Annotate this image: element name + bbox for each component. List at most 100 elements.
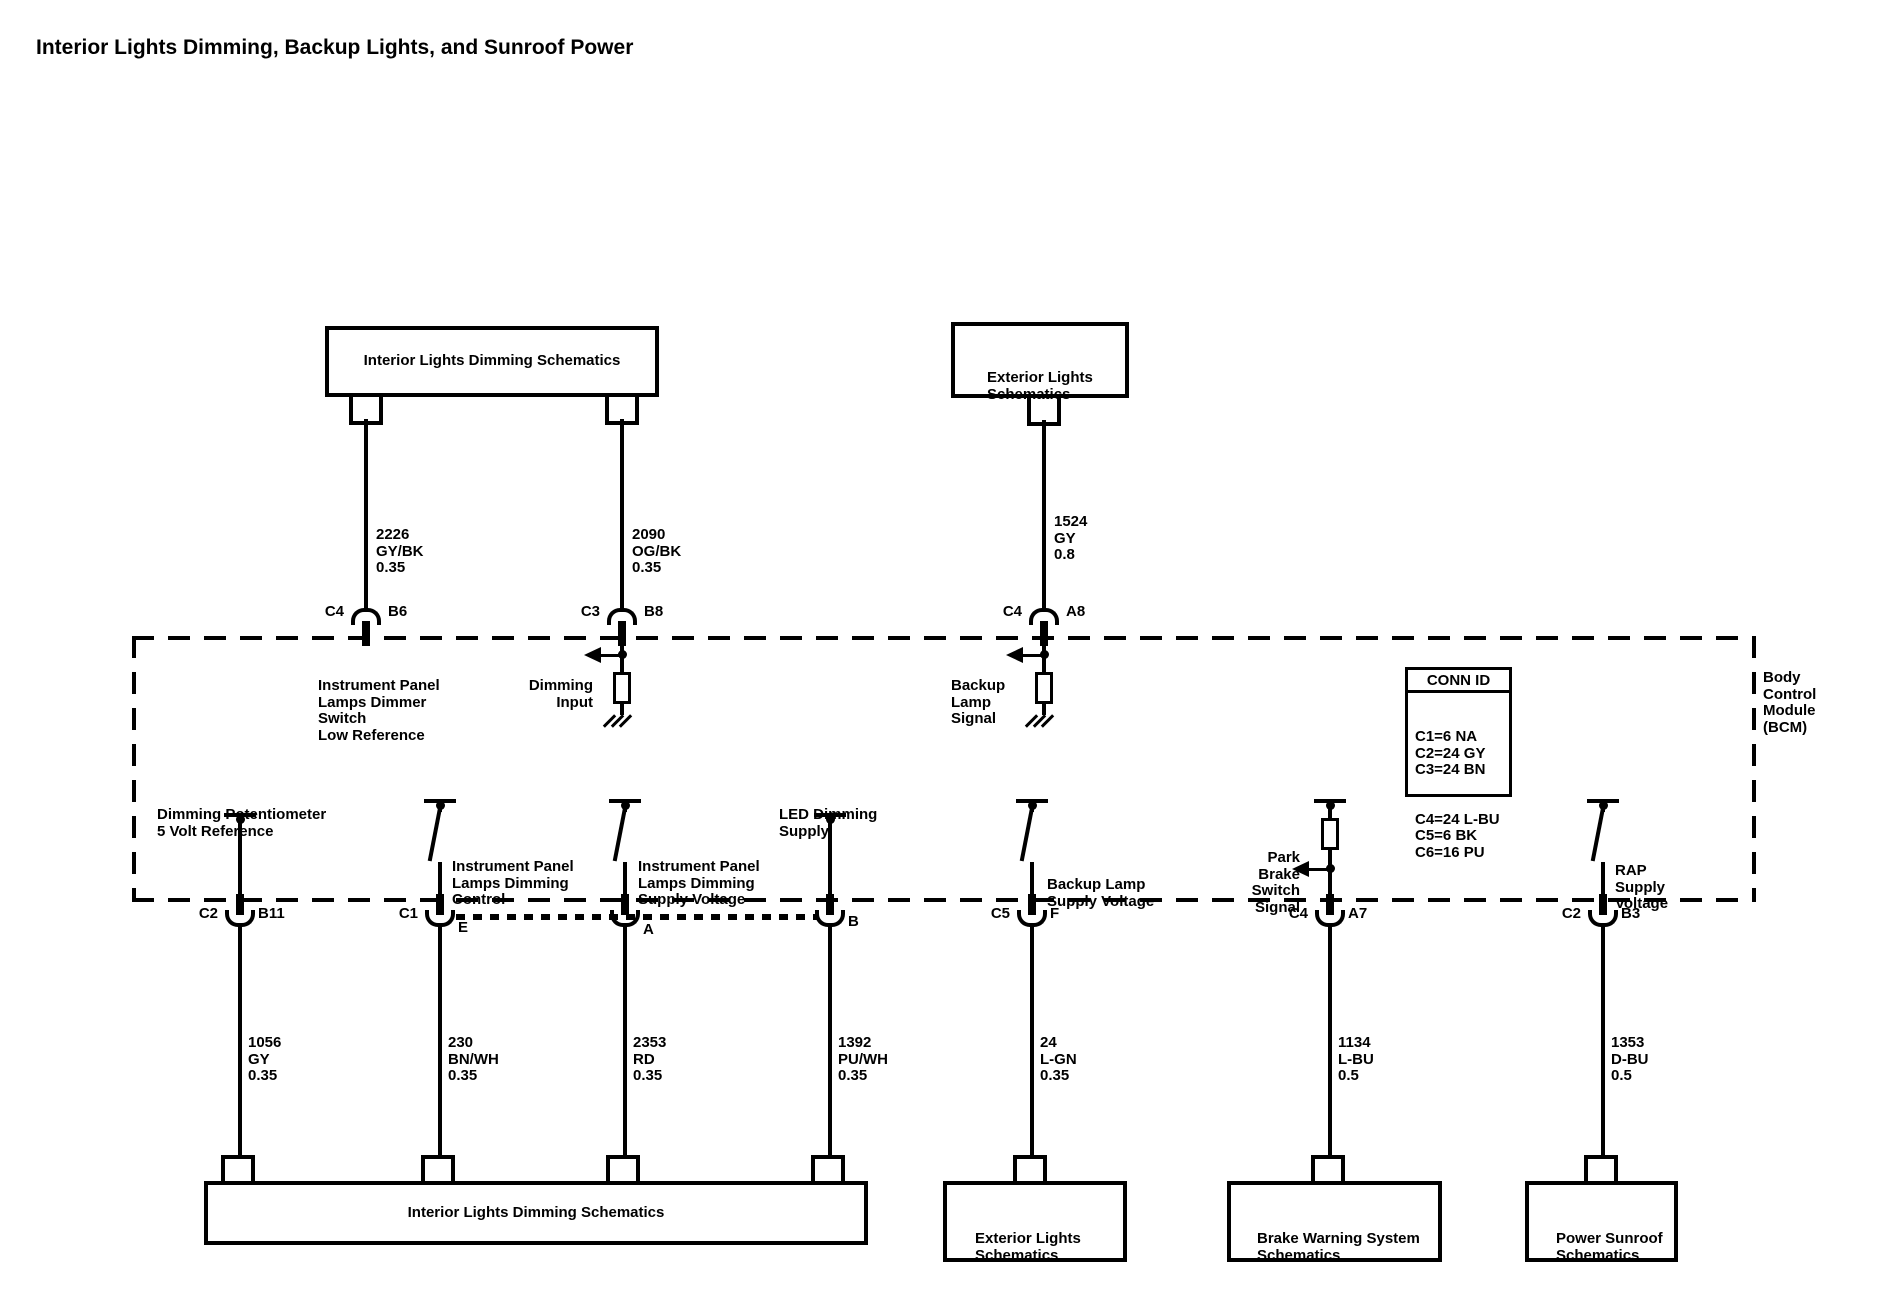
wire-segment [1601,862,1605,898]
box-terminal-stub [606,1155,640,1181]
dotted-bus-line [456,914,818,920]
wire-24 [1030,926,1034,1159]
box-terminal-stub [1013,1155,1047,1181]
bottom-box-interior-lights: Interior Lights Dimming Schematics [204,1181,868,1245]
wire-segment [438,803,442,812]
connector-a-pin: A [643,921,654,938]
connector-c5-f-name: C5 [990,905,1010,922]
wire-segment [620,646,624,674]
connector-c4-a7-name: C4 [1288,905,1308,922]
connector-tick [826,894,834,915]
wire-1353 [1601,926,1605,1159]
connector-tick [621,894,629,915]
connector-tick [436,894,444,915]
connector-tick [1040,621,1048,646]
connector-arc-icon [1588,910,1618,927]
arrow-left-icon [1006,647,1023,663]
wire-1524 [1042,420,1046,610]
ground-icon [602,713,633,731]
wire-segment [1030,803,1034,812]
bcm-border-top [132,636,1756,640]
connector-c3-b8-name: C3 [580,603,600,620]
connector-c4-b6-pin: B6 [388,603,408,620]
resistor-icon [1321,818,1339,850]
connector-tick [1326,894,1334,915]
connector-c3-b8-pin: B8 [644,603,664,620]
box-terminal-stub [421,1155,455,1181]
box-terminal-stub [221,1155,255,1181]
wire-1056 [238,926,242,1159]
wire-segment [828,817,832,898]
wire-segment [1601,803,1605,812]
wire-2226 [364,419,368,610]
switch-icon [612,807,627,862]
resistor-icon [1035,672,1053,704]
connector-arc-icon [351,608,381,625]
signal-branch-line [600,654,622,657]
connector-arc-icon [1017,910,1047,927]
wire-segment [1042,704,1046,715]
ground-icon [1024,713,1055,731]
connector-arc-icon [815,910,845,927]
wire-segment [623,803,627,812]
connector-c2-b3-pin: B3 [1621,905,1641,922]
connector-c2-b11-pin: B11 [258,905,285,922]
connector-arc-icon [607,608,637,625]
connector-tick [1028,894,1036,915]
wire-segment [620,704,624,715]
wire-segment [238,817,242,898]
bcm-border-bottom [132,898,1756,902]
connector-arc-icon [425,910,455,927]
bcm-border-right [1752,636,1756,902]
connector-c1-e-pin: E [458,919,469,936]
wire-1392 [828,926,832,1159]
bottom-box-interior-label: Interior Lights Dimming Schematics [407,1203,665,1221]
connector-c4-a8-name: C4 [1002,603,1022,620]
connector-tick [618,621,626,646]
arrow-left-icon [1292,861,1309,877]
connector-c5-f-pin: F [1050,905,1060,922]
bcm-border-left [132,636,136,902]
box-terminal-stub [1584,1155,1618,1181]
top-box-interior-label: Interior Lights Dimming Schematics [363,352,621,370]
junction-dot [1326,864,1335,873]
top-box-interior-lights: Interior Lights Dimming Schematics [325,326,659,397]
connector-c2-b11-name: C2 [198,905,218,922]
wire-2090 [620,419,624,610]
switch-icon [1590,807,1605,862]
signal-branch-line [1308,868,1330,871]
connector-c2-b3-name: C2 [1561,905,1581,922]
wire-segment [438,862,442,898]
connector-arc-icon [1029,608,1059,625]
resistor-icon [613,672,631,704]
conn-id-header: CONN ID [1408,670,1509,693]
signal-branch-line [1022,654,1044,657]
connector-tick [1599,894,1607,915]
switch-icon [1019,807,1034,862]
connector-c1-e-name: C1 [398,905,418,922]
